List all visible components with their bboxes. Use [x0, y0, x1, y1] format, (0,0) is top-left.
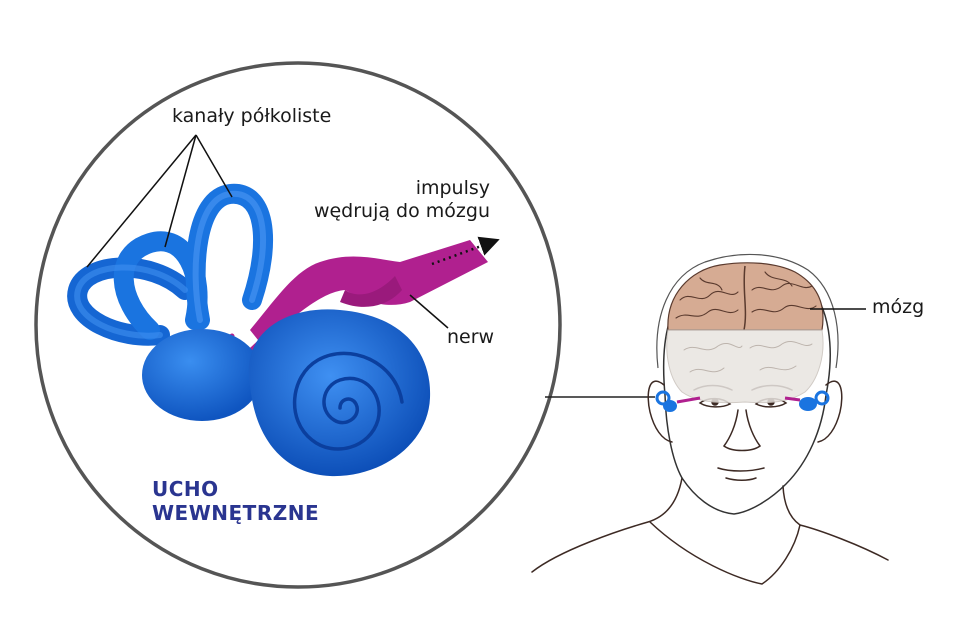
- label-impulses-line2: wędrują do mózgu: [313, 200, 490, 222]
- label-semicircular-canals: kanały półkoliste: [172, 105, 332, 127]
- canals-pointer-lines: [86, 134, 233, 268]
- label-impulses-line1: impulsy: [415, 177, 490, 199]
- inner-ear-title-line1: UCHO: [152, 477, 219, 501]
- nerve-pointer-line: [409, 294, 449, 329]
- label-nerve: nerw: [447, 326, 495, 348]
- head-illustration: [531, 265, 889, 585]
- impulse-arrow: [431, 236, 500, 266]
- head-inner-ear-left: [655, 390, 701, 412]
- head-inner-ear-right: [784, 390, 830, 411]
- inner-ear-title-line2: WEWNĘTRZNE: [152, 501, 320, 525]
- brain: [666, 262, 824, 404]
- skull-outline: [656, 253, 839, 369]
- cochlea: [248, 309, 431, 477]
- label-brain: mózg: [872, 296, 925, 318]
- inner-ear-illustration: [67, 183, 488, 477]
- vestibule: [142, 329, 262, 421]
